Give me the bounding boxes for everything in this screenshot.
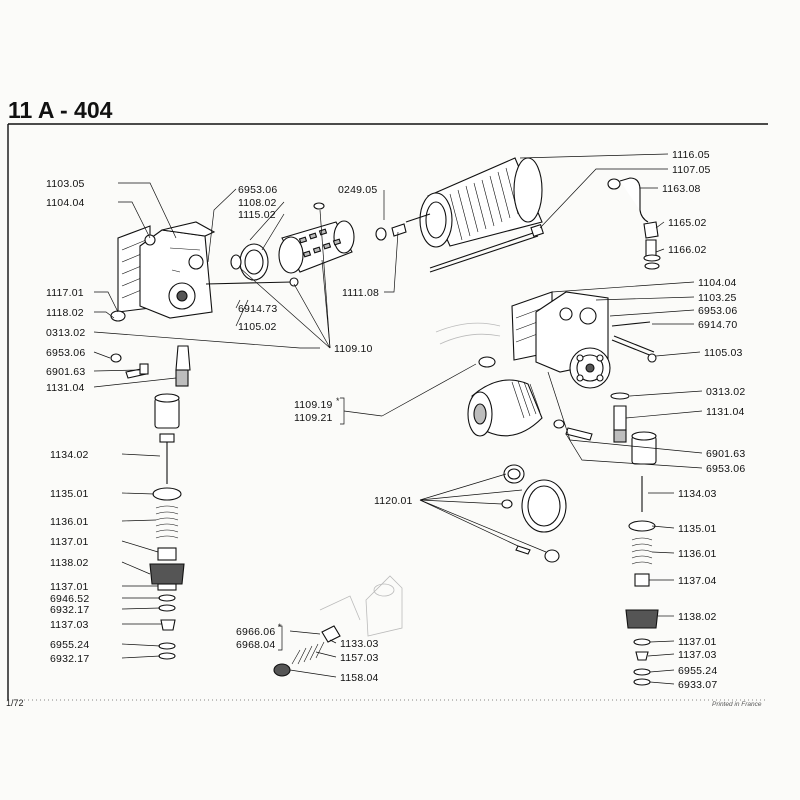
gasket-set [501,464,567,563]
part-label: 6901.63 [706,448,745,460]
part-label: 6955.24 [50,639,89,651]
left-gaskets [205,202,407,287]
part-label: 6955.24 [678,665,717,677]
right-pump-body [511,291,657,389]
printed-in-france: Printed in France [712,701,762,708]
part-label: 1104.04 [46,197,85,209]
long-bolt [429,223,544,273]
part-label: 6914.73 [238,303,277,315]
part-label: 1115.02 [238,209,276,221]
part-label: 1107.05 [672,164,711,176]
part-label: 1105.03 [704,347,743,359]
part-label: 1109.19 [294,399,333,411]
part-label: 1158.04 [340,672,379,684]
bottom-spring-assembly [273,625,341,677]
left-valve-stack [149,345,191,660]
part-label: 1131.04 [706,406,745,418]
part-label: 6953.06 [46,347,85,359]
left-pump-body [117,221,216,319]
part-label: 0313.02 [706,386,745,398]
part-label: 6953.06 [238,184,277,196]
part-label: 6932.17 [50,604,89,616]
part-label: 1138.02 [678,611,717,623]
part-label: 1109.10 [334,343,373,355]
part-label: 1137.03 [678,649,717,661]
part-label: 6901.63 [46,366,85,378]
part-label: 1136.01 [50,516,89,528]
part-label: 1108.02 [238,197,277,209]
part-label: 6946.52 [50,593,89,605]
fuel-pipe [607,177,661,270]
page-reference: 1/72 [6,698,24,708]
right-valve-stack [610,392,659,686]
left-small-bolts [110,310,593,441]
part-label: 1137.01 [678,636,717,648]
part-label: 1135.01 [678,523,717,535]
part-label: 1135.01 [50,488,89,500]
part-label: 1137.01 [50,581,89,593]
part-label: 1131.04 [46,382,85,394]
part-label: 1117.01 [46,287,84,299]
background-engine-sketch [319,322,501,637]
part-label: 1116.05 [672,149,710,161]
left-filter-cartridge [278,220,355,274]
part-label: 0313.02 [46,327,85,339]
page-title: 11 A - 404 [8,97,113,123]
part-label: 1137.01 [50,536,89,548]
filter-canister [467,356,543,437]
part-label: 6968.04 [236,639,275,651]
part-label: 1103.25 [698,292,737,304]
part-label: 1137.04 [678,575,717,587]
part-label: 6914.70 [698,319,737,331]
part-label: 1137.03 [50,619,89,631]
part-label: 0249.05 [338,184,377,196]
part-label: 1120.01 [374,495,413,507]
part-label: 1104.04 [698,277,737,289]
leader-lines [93,153,703,685]
part-label: 1133.03 [340,638,379,650]
part-label: 6933.07 [678,679,717,691]
part-label: 1166.02 [668,244,707,256]
part-label: 1111.08 [342,287,379,299]
part-label: 1163.08 [662,183,701,195]
part-label: 6932.17 [50,653,89,665]
part-label: 1134.02 [50,449,89,461]
part-label: 1103.05 [46,178,85,190]
part-label: 1165.02 [668,217,707,229]
part-label: 1109.21 [294,412,333,424]
label-brackets [278,397,383,651]
part-label: 1157.03 [340,652,379,664]
star-mark: * [336,396,340,406]
part-label: 1118.02 [46,307,84,319]
part-label: 1105.02 [238,321,277,333]
part-label: 6953.06 [698,305,737,317]
part-labels: 1103.05 1104.04 6953.06 1108.02 1115.02 … [46,149,745,691]
part-label: 1134.03 [678,488,717,500]
part-label: 6966.06 [236,626,275,638]
filter-bowl [405,157,543,248]
part-label: 1136.01 [678,548,717,560]
part-label: 1138.02 [50,557,89,569]
part-label: 6953.06 [706,463,745,475]
star-mark: * [278,622,282,632]
